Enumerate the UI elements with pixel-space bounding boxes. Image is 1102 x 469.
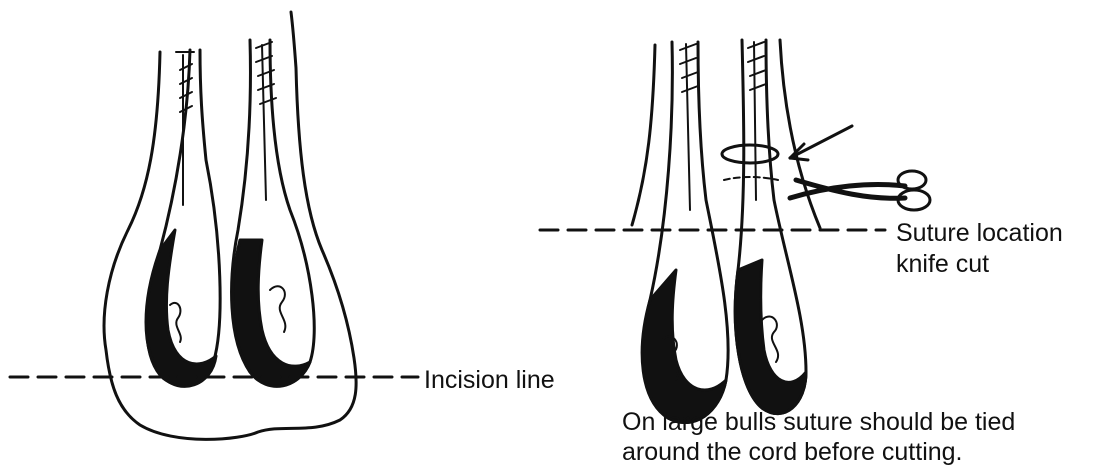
left-scrotum-figure [10, 12, 418, 439]
suture-location-label: Suture location [896, 219, 1063, 248]
suture-tie [724, 177, 778, 180]
right-skin-edge-right [780, 40, 820, 228]
right-testes-figure [540, 40, 930, 423]
caption-line-1: On large bulls suture should be tied [622, 408, 1015, 437]
right-testis-1 [642, 42, 728, 423]
right-testis-2 [735, 40, 806, 414]
left-scrotum-outline [104, 12, 356, 439]
right-skin-edge-left [632, 45, 655, 225]
knife-cut-label: knife cut [896, 250, 989, 279]
arrow-icon [790, 126, 852, 160]
incision-line-label: Incision line [424, 366, 555, 395]
left-testis-2 [232, 40, 315, 386]
caption-line-2: around the cord before cutting. [622, 438, 963, 467]
